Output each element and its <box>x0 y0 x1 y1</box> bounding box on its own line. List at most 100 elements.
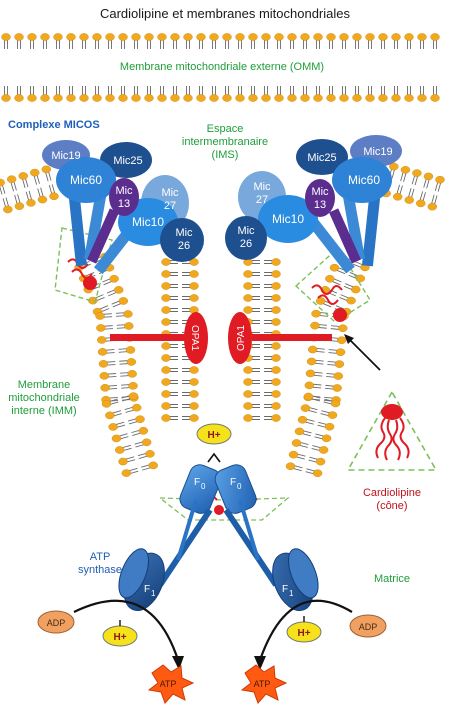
cardiolipin-zone-right <box>294 246 371 323</box>
mic27-left-label-1: Mic <box>161 187 179 199</box>
f1-left-letter: F <box>144 584 150 595</box>
mic10-right <box>258 195 318 243</box>
omm-label: Membrane mitochondriale externe (OMM) <box>120 61 324 73</box>
ims-label-line-1: Espace <box>207 123 244 135</box>
f1-left <box>118 548 165 611</box>
mic27-right-label-2: 27 <box>256 194 268 206</box>
atp-right <box>240 664 288 704</box>
matrix-label: Matrice <box>374 573 410 585</box>
atp-synthase-dimer: F 0 F 1 F 0 F 1 <box>118 464 319 611</box>
mic19-right-label: Mic19 <box>363 146 392 158</box>
adp-right-label: ADP <box>359 622 378 632</box>
mic13-right-label-2: 13 <box>314 199 326 211</box>
mic26-left <box>160 218 204 262</box>
mic13-right <box>305 179 335 217</box>
mic13-left <box>109 178 139 216</box>
opa1-left-label: OPA1 <box>189 325 200 351</box>
stalk-left <box>157 508 213 587</box>
mic60-stalk-right <box>361 187 382 267</box>
stalk-right <box>223 508 279 587</box>
cardiolipin-label-line-1: Cardiolipine <box>363 487 421 499</box>
mic26-left-label-1: Mic <box>175 227 193 239</box>
cardiolipin-molecules-left <box>67 258 97 290</box>
adp-left <box>37 610 75 634</box>
opa1-left: OPA1 <box>110 312 208 364</box>
mic13-left-label-1: Mic <box>115 185 133 197</box>
proton-crista: H+ <box>196 423 232 463</box>
mic27-right-label-1: Mic <box>253 181 271 193</box>
mic13-right-label-1: Mic <box>311 186 329 198</box>
inner-membrane <box>0 162 445 478</box>
reaction-arrow-right <box>258 599 353 661</box>
f0-left-letter: F <box>194 477 200 488</box>
mic13-stalk-left <box>87 208 119 264</box>
mic25-left <box>100 142 152 178</box>
micos-complex-right: Mic25 Mic19 Mic 27 Mic60 Mic 13 Mic10 Mi… <box>225 135 402 274</box>
micos-label: Complexe MICOS <box>8 119 100 131</box>
cone-outline <box>346 390 438 471</box>
mic-stalk-left-2 <box>83 189 107 261</box>
opa1-left-head <box>184 312 208 364</box>
reaction-right: ADP H+ ATP <box>240 599 387 704</box>
mic26-left-label-2: 26 <box>178 240 190 252</box>
cardiolipin-label: Cardiolipine (cône) <box>363 487 421 512</box>
micos-complex-left: Mic19 Mic25 Mic60 Mic 13 Mic 27 Mic10 Mi… <box>42 140 204 275</box>
cardiolipin-head <box>381 404 403 420</box>
atp-synthase-left: F 0 F 1 <box>118 464 222 611</box>
mic60-left <box>56 157 116 203</box>
atp-synthase-label: ATP synthase <box>78 551 122 576</box>
mic19-left-label: Mic19 <box>51 150 80 162</box>
mic10-right-label: Mic10 <box>272 212 304 226</box>
opa1-right: OPA1 <box>228 312 332 364</box>
atp-synthase-right: F 0 F 1 <box>214 464 319 611</box>
mic60-right <box>332 157 392 203</box>
mic13-stalk-right <box>329 208 361 264</box>
f0-left-sub: 0 <box>201 482 206 491</box>
outer-membrane <box>1 33 440 102</box>
mic13-left-label-2: 13 <box>118 198 130 210</box>
mic27-left-label-2: 27 <box>164 200 176 212</box>
cardiolipin-cone-inset <box>346 390 438 471</box>
mic10-stalk-right <box>307 217 355 274</box>
atp-right-label: ATP <box>254 679 271 689</box>
opa1-left-bar <box>110 334 190 341</box>
atp-synthase-label-line-1: ATP <box>90 551 111 563</box>
mic60-stalk-left <box>67 187 88 267</box>
imm-label-line-1: Membrane <box>18 379 71 391</box>
mic26-right-label-2: 26 <box>240 238 252 250</box>
atp-left <box>147 664 195 704</box>
ims-label: Espace intermembranaire (IMS) <box>182 123 268 161</box>
atp-left-label: ATP <box>160 679 177 689</box>
proton-up-chevron <box>207 452 221 463</box>
mic26-right <box>225 216 267 260</box>
atp-synthase-label-line-2: synthase <box>78 564 122 576</box>
imm-label: Membrane mitochondriale interne (IMM) <box>8 379 80 417</box>
reaction-arrow-left <box>73 599 180 661</box>
f1-left-sub: 1 <box>151 589 156 598</box>
f1-right <box>272 548 319 611</box>
ims-label-line-2: intermembranaire <box>182 136 268 148</box>
mic25-right <box>296 139 348 175</box>
imm-label-line-3: interne (IMM) <box>11 405 76 417</box>
proton-left-label: H+ <box>113 632 126 643</box>
mic26-right-label-1: Mic <box>237 225 255 237</box>
mic25-right-label: Mic25 <box>307 152 336 164</box>
mic60-right-label: Mic60 <box>348 173 380 187</box>
peripheral-stalk-left <box>176 499 198 561</box>
cardiolipin-label-line-2: (cône) <box>376 500 407 512</box>
opa1-right-bar <box>252 334 332 341</box>
opa1-right-label: OPA1 <box>236 325 247 351</box>
mic10-left-label: Mic10 <box>132 215 164 229</box>
proton-crista-label: H+ <box>207 430 220 441</box>
f1-right-sub: 1 <box>289 589 294 598</box>
cardiolipin-molecules-right <box>311 284 347 322</box>
adp-left-label: ADP <box>47 618 66 628</box>
imm-label-line-2: mitochondriale <box>8 392 80 404</box>
arrow-to-junction <box>344 334 381 371</box>
mic60-left-label: Mic60 <box>70 173 102 187</box>
f0-right-sub: 0 <box>237 482 242 491</box>
f0-right-letter: F <box>230 477 236 488</box>
peripheral-stalk-right <box>238 499 260 561</box>
